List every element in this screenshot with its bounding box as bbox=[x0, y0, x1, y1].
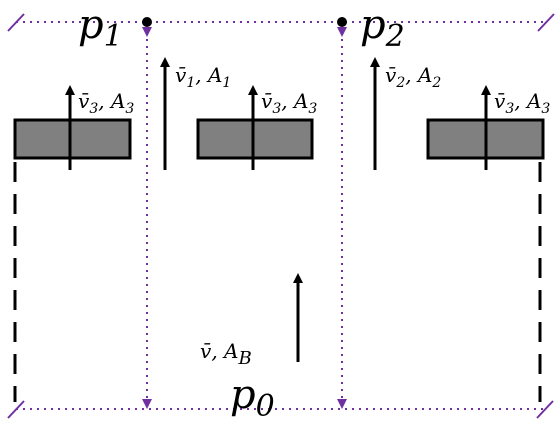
plate-left bbox=[13, 118, 132, 160]
tick-top-left bbox=[7, 13, 25, 32]
label-p2: p2 bbox=[360, 2, 405, 54]
label-v2: v̄2, A2 bbox=[385, 63, 441, 91]
label-v3-right: v̄3, A3 bbox=[494, 89, 550, 117]
tick-bottom-left bbox=[7, 400, 25, 419]
label-vB: v̄, AB bbox=[200, 339, 252, 369]
label-v1: v̄1, A1 bbox=[175, 63, 231, 91]
label-p1: p1 bbox=[78, 2, 123, 54]
label-v3-middle: v̄3, A3 bbox=[261, 89, 317, 117]
tick-top-right bbox=[537, 13, 555, 32]
point-dot-p2 bbox=[337, 17, 347, 27]
label-p0: p0 bbox=[230, 372, 275, 424]
plate-middle bbox=[196, 118, 314, 160]
tick-bottom-right bbox=[536, 400, 554, 419]
label-v3-left: v̄3, A3 bbox=[78, 89, 134, 117]
point-dot-p1 bbox=[142, 17, 152, 27]
